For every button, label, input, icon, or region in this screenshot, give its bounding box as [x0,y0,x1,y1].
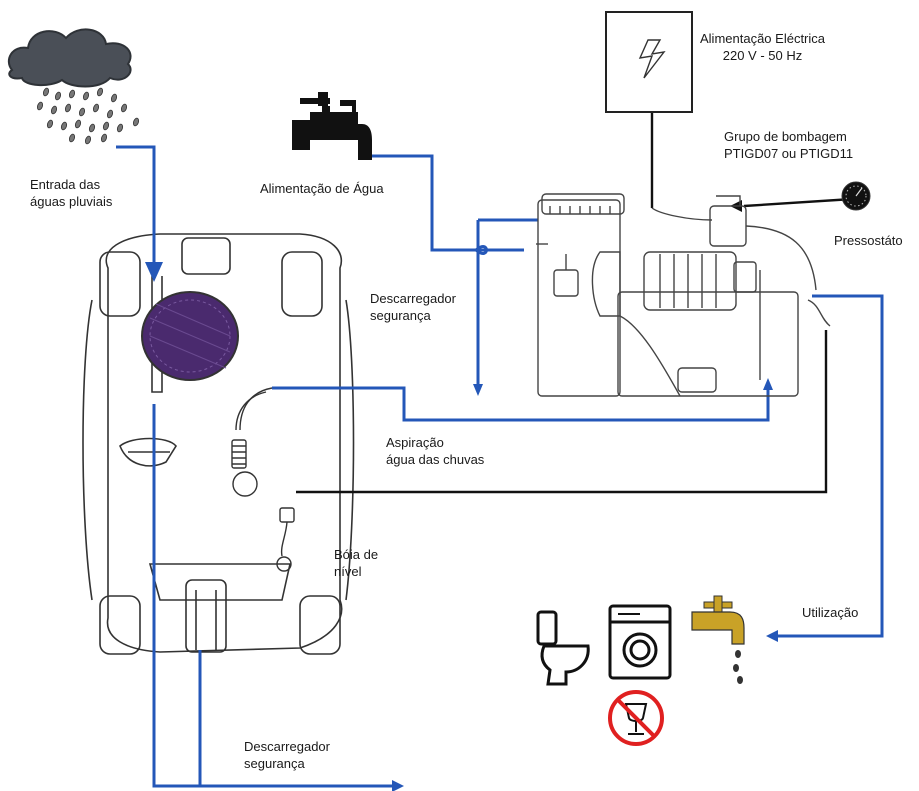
faucet-icon [691,595,745,684]
power-supply-label-line1: Alimentação Eléctrica [700,31,825,46]
power-supply-label-line2: 220 V - 50 Hz [722,48,803,63]
lightning-icon [638,39,666,79]
power-supply-label: Alimentação Eléctrica 220 V - 50 Hz [700,30,825,64]
safety-overflow-top-line1: Descarregador [370,291,456,306]
rain-inlet-label: Entrada das águas pluviais [30,176,112,210]
filter-basket [141,291,239,381]
pressure-gauge-icon [841,181,871,211]
suction-label: Aspiração água das chuvas [386,434,484,468]
level-float-label-line1: Bóia de [334,547,379,562]
safety-overflow-top-label: Descarregador segurança [370,290,456,324]
safety-overflow-top-line2: segurança [370,308,431,323]
rain-inlet-label-line1: Entrada das [30,177,101,192]
pipe-arrowheads [145,262,778,791]
rain-cloud-icon [7,28,140,145]
suction-label-line2: água das chuvas [386,452,485,467]
water-supply-label: Alimentação de Água [260,181,384,196]
no-drinking-icon [608,690,664,746]
safety-overflow-bottom-label: Descarregador segurança [244,738,330,772]
safety-overflow-bottom-line1: Descarregador [244,739,330,754]
pressure-switch-label: Pressostáto [834,233,903,248]
level-float-label: Bóia de nível [334,546,378,580]
level-float-label-line2: nível [334,564,362,579]
rainwater-tank [82,233,355,655]
usage-label: Utilização [802,605,859,620]
pipes [116,145,884,788]
washing-machine-icon [608,604,672,680]
power-box [605,11,693,113]
pump-group-label-line1: Grupo de bombagem [724,129,847,144]
water-tap-icon [292,92,372,160]
rain-inlet-label-line2: águas pluviais [30,194,113,209]
suction-hose [231,387,273,497]
pump-unit [536,193,831,397]
suction-label-line1: Aspiração [386,435,444,450]
pump-group-label-line2: PTIGD07 ou PTIGD11 [724,146,854,161]
safety-overflow-bottom-line2: segurança [244,756,305,771]
toilet-icon [536,610,590,686]
level-float-icon [276,507,295,572]
pump-group-label: Grupo de bombagem PTIGD07 ou PTIGD11 [724,128,853,162]
